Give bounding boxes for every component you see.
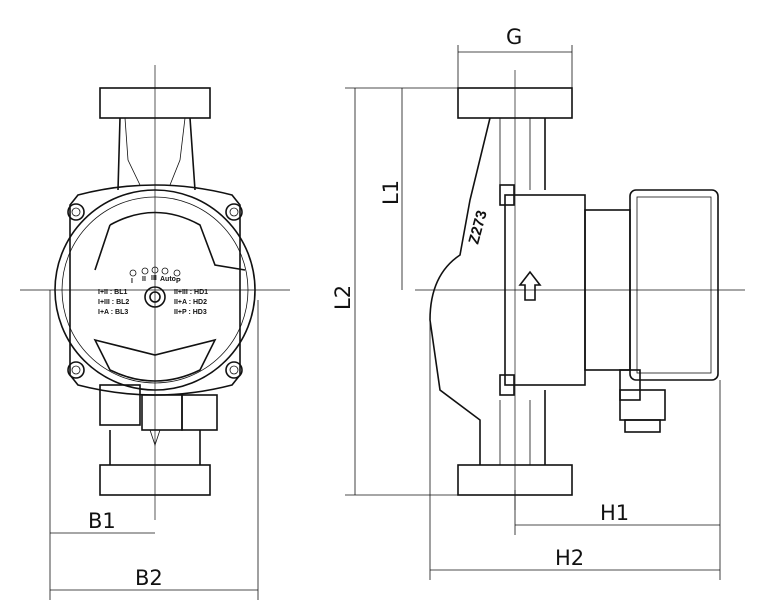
dim-L1: L1 <box>379 180 403 205</box>
dim-G: G <box>506 25 522 49</box>
mode-bl1: I+II : BL1 <box>98 289 127 296</box>
model-marking: Z273 <box>465 209 490 246</box>
centerlines <box>20 65 745 520</box>
indicator-P: P <box>176 278 181 285</box>
indicator-auto: Auto <box>160 276 176 283</box>
mode-table: I+II : BL1 I+III : BL2 I+A : BL3 II+III … <box>98 289 208 316</box>
side-view: Z273 <box>429 87 719 496</box>
dimension-lines <box>49 45 721 600</box>
mode-hd3: II+P : HD3 <box>174 309 207 316</box>
dim-H1: H1 <box>600 501 629 525</box>
dim-L2: L2 <box>331 285 355 310</box>
indicator-I: I <box>131 278 133 285</box>
indicator-lights: I II III Auto P <box>129 266 181 285</box>
indicator-III: III <box>151 275 157 282</box>
dim-B2: B2 <box>135 566 163 590</box>
indicator-II: II <box>142 276 146 283</box>
dim-B1: B1 <box>88 509 116 533</box>
front-view <box>54 87 256 496</box>
mode-hd2: II+A : HD2 <box>174 299 207 306</box>
dim-H2: H2 <box>555 546 584 570</box>
mode-hd1: II+III : HD1 <box>174 289 208 296</box>
mode-bl2: I+III : BL2 <box>98 299 129 306</box>
mode-bl3: I+A : BL3 <box>98 309 128 316</box>
